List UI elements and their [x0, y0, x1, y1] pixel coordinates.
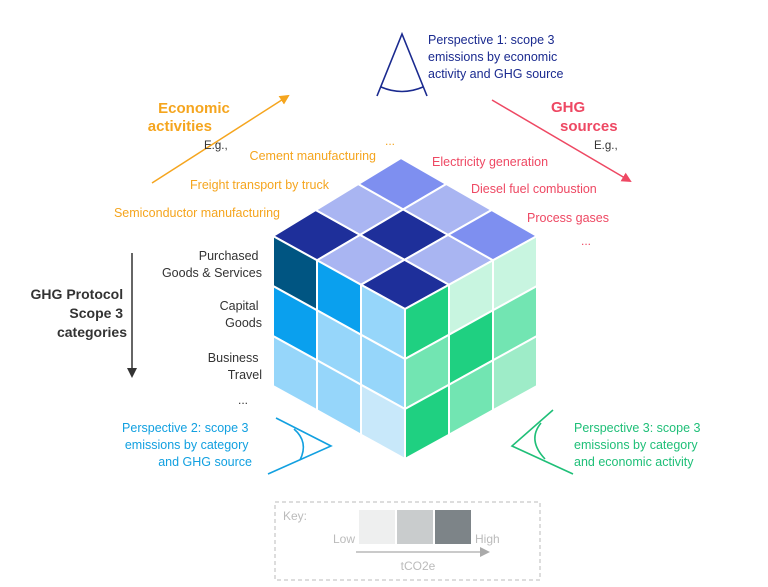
key-swatch-low — [359, 510, 395, 544]
emissions-cube — [272, 157, 538, 460]
key-high-label: High — [475, 532, 500, 546]
ghg-sources-arrow — [491, 99, 632, 183]
perspective-1-eye-icon — [376, 31, 428, 97]
key-swatch-mid — [397, 510, 433, 544]
key-unit-label: tCO2e — [401, 559, 436, 573]
economic-activities-title: Economic activities — [148, 100, 234, 135]
economic-ellipsis: ... — [385, 134, 395, 148]
key-frame — [274, 501, 541, 581]
cube-right-cell-2-2 — [492, 335, 538, 412]
economic-eg-label: E.g., — [204, 140, 228, 152]
economic-item-semiconductor: Semiconductor manufacturing — [114, 206, 280, 220]
perspective-2-label: Perspective 2: scope 3 emissions by cate… — [122, 421, 252, 469]
category-purchased-goods: Purchased Goods & Services — [162, 249, 262, 280]
ghg-item-process-gases: Process gases — [527, 211, 609, 225]
key-swatch-high — [435, 510, 471, 544]
ghg-sources-title: GHG sources — [551, 99, 618, 135]
key-title: Key: — [283, 509, 307, 523]
ghg-eg-label: E.g., — [594, 140, 618, 152]
key-low-label: Low — [333, 532, 355, 546]
economic-item-cement: Cement manufacturing — [250, 149, 377, 163]
perspective-2-eye-icon — [267, 417, 333, 475]
perspective-3-label: Perspective 3: scope 3 emissions by cate… — [574, 421, 704, 469]
color-key: Key: Low High tCO2e — [274, 501, 541, 581]
ghg-item-electricity: Electricity generation — [432, 155, 548, 169]
category-business-travel: Business Travel — [208, 351, 262, 382]
ghg-item-diesel: Diesel fuel combustion — [471, 182, 597, 196]
perspective-1-label: Perspective 1: scope 3 emissions by econ… — [428, 33, 564, 81]
economic-activities-arrow — [151, 94, 290, 184]
category-capital-goods: Capital Goods — [220, 299, 262, 330]
ghg-ellipsis: ... — [581, 234, 591, 248]
economic-item-freight: Freight transport by truck — [190, 178, 330, 192]
categories-title: GHG Protocol Scope 3 categories — [31, 286, 128, 340]
categories-ellipsis: ... — [238, 393, 248, 407]
perspective-3-eye-icon — [510, 409, 574, 475]
